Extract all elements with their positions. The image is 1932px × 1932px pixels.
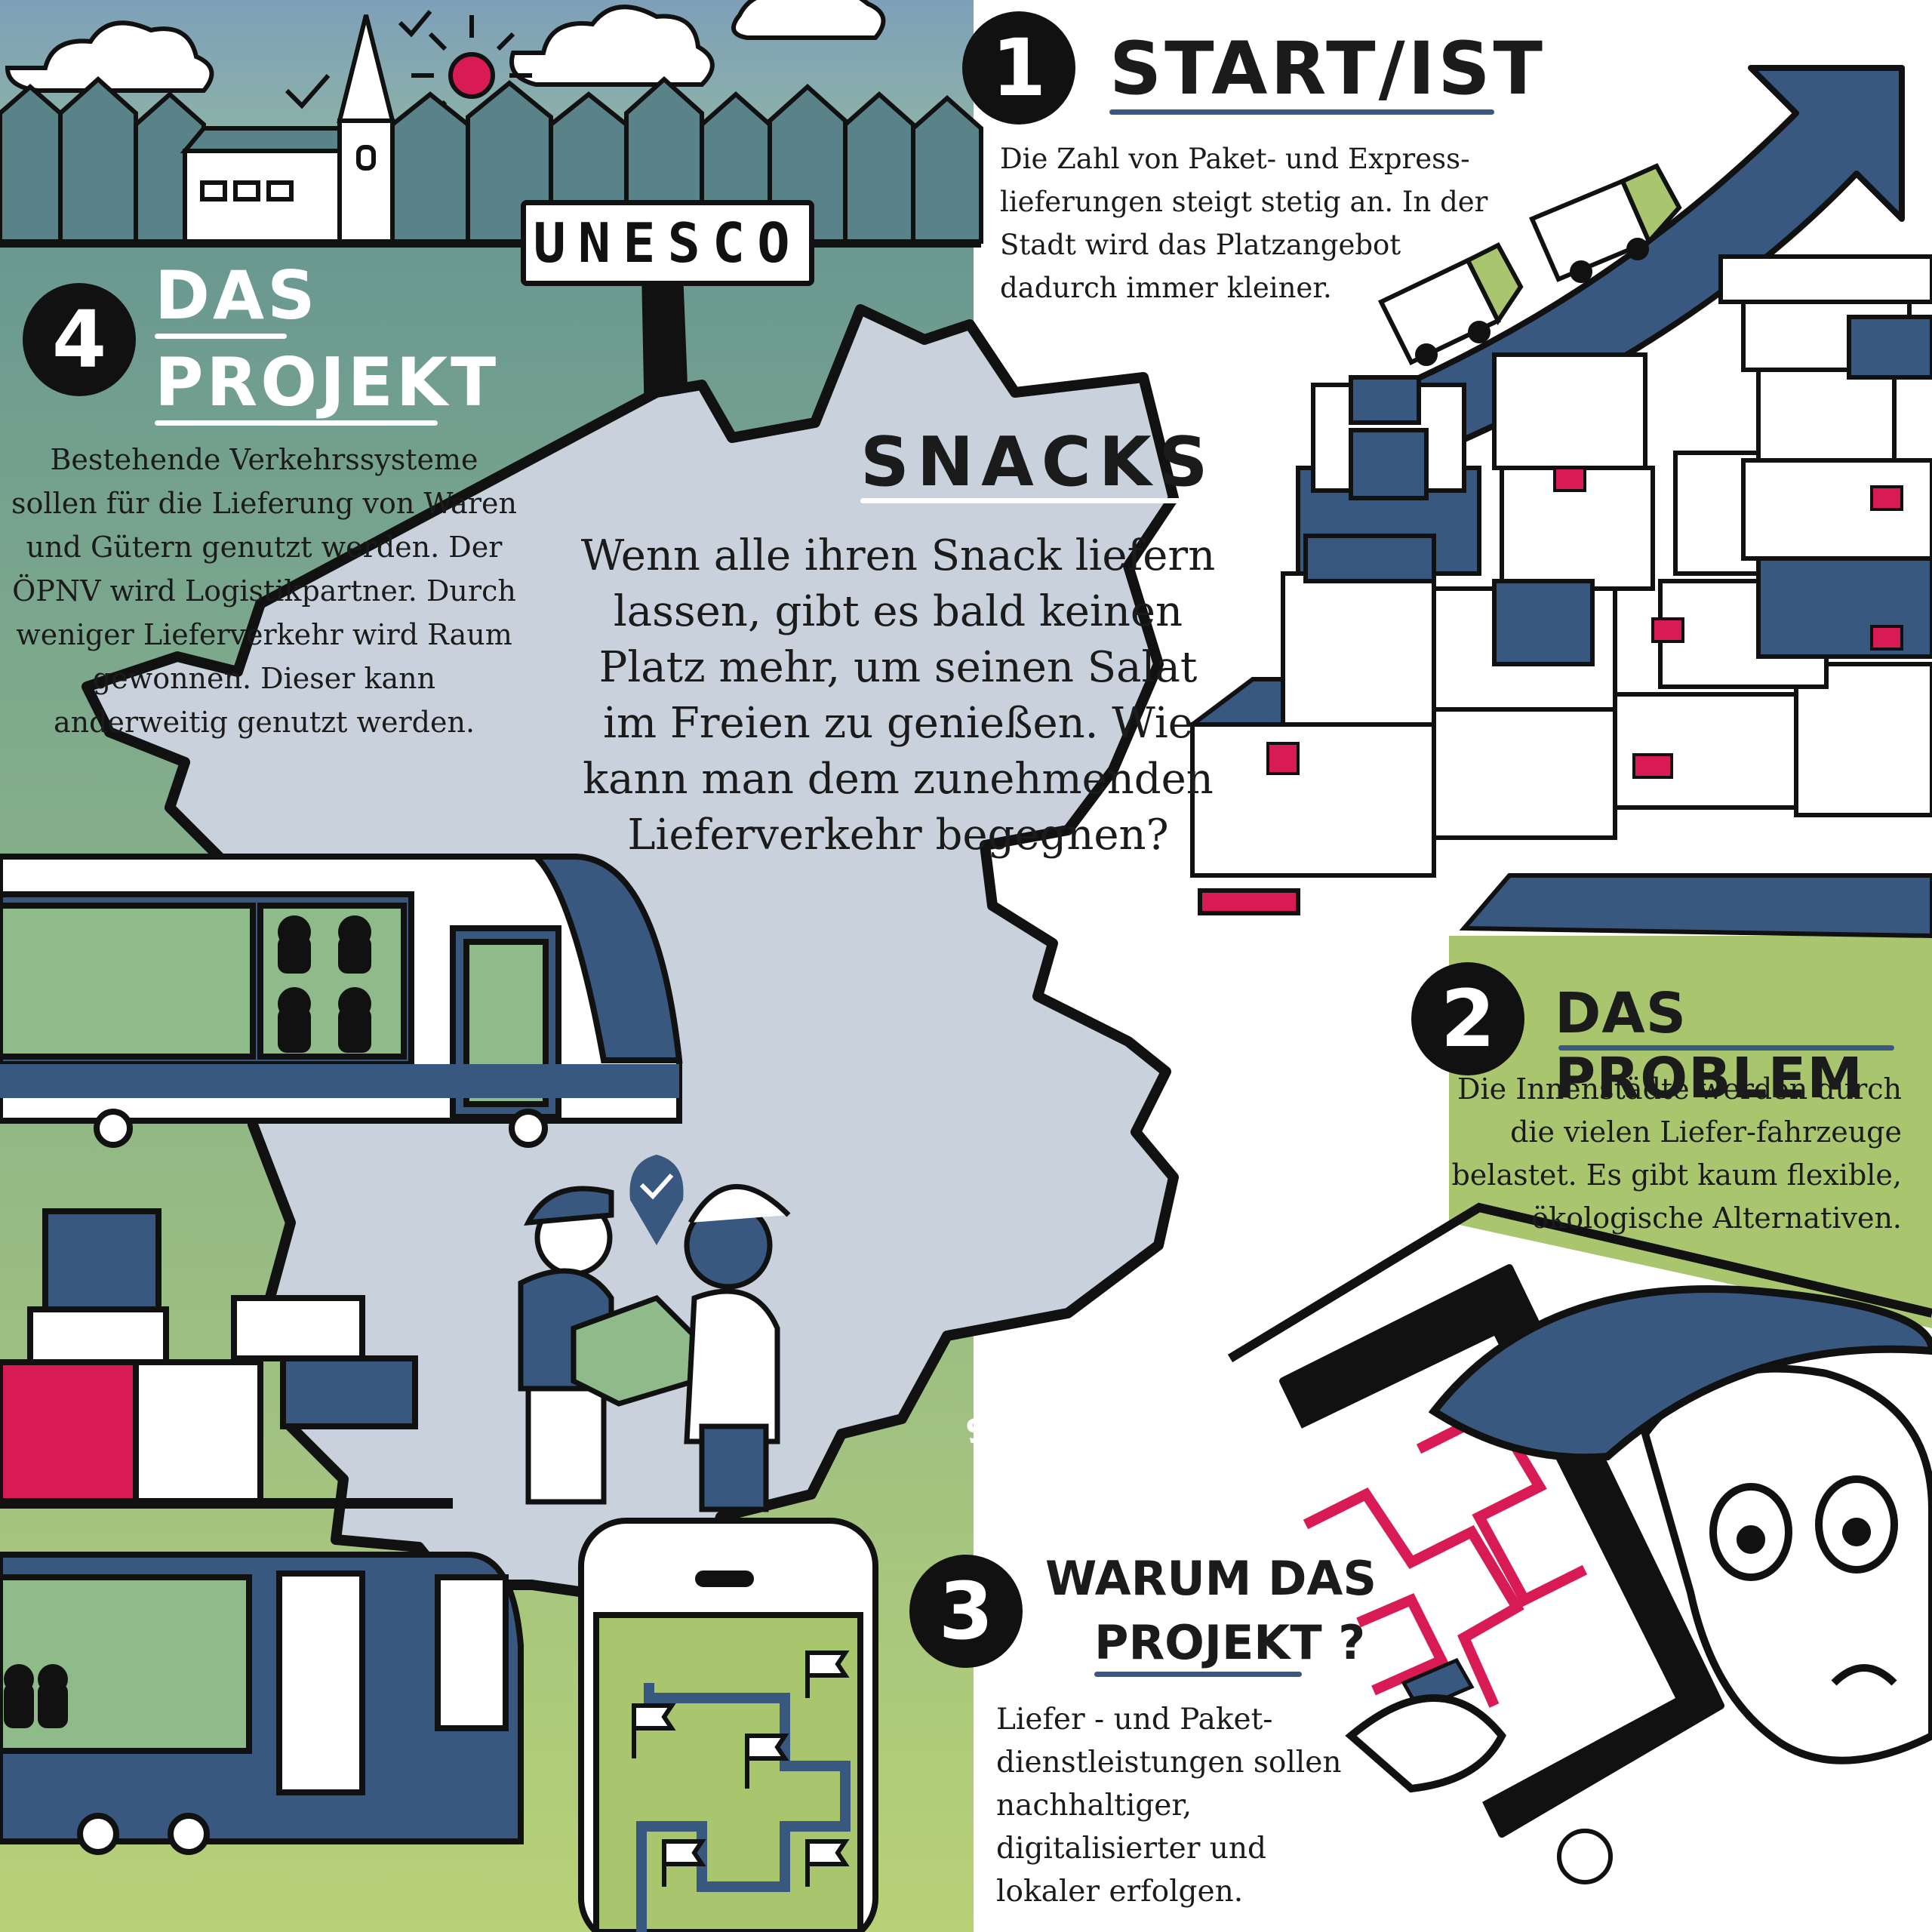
smartphone-map-icon — [578, 1518, 878, 1932]
unesco-sign: UNESCO — [521, 200, 814, 286]
section-title-project-1: DAS — [155, 257, 318, 334]
title-underline — [155, 420, 438, 426]
worried-person-icon — [1345, 1285, 1932, 1793]
section-title-why-2: PROJEKT ? — [1094, 1615, 1366, 1670]
section-text-start: Die Zahl von Paket- und Express-lieferun… — [1000, 143, 1488, 304]
smartphone-map-icon — [1279, 1264, 1724, 1884]
title-underline — [1094, 1672, 1302, 1677]
section-number-2: 2 — [1411, 962, 1524, 1075]
section-text-why: Liefer - und Paket-dienstleistungen soll… — [996, 1703, 1342, 1909]
section-title-problem: DAS PROBLEM — [1555, 981, 1863, 1111]
section-number-3: 3 — [909, 1555, 1023, 1668]
section-number-4: 4 — [23, 283, 136, 396]
section-text-project: Bestehende Verkehrssysteme sollen für di… — [11, 443, 517, 739]
section-text-problem: Die Innenstädte werden durch die vielen … — [1451, 1072, 1902, 1235]
church-icon — [180, 14, 395, 244]
section-title-project-2: PROJEKT — [155, 343, 500, 421]
title-underline — [1109, 109, 1494, 115]
title-underline — [155, 334, 287, 339]
delivery-truck-icon — [1377, 163, 1682, 366]
map-question: Wenn alle ihren Snack liefern lassen, gi… — [580, 531, 1216, 860]
bus-icon — [0, 1552, 524, 1855]
section-title-start: START/IST — [1109, 26, 1546, 111]
tram-icon — [0, 854, 683, 1148]
title-underline — [860, 498, 1192, 503]
delivery-person-icon — [518, 1184, 791, 1512]
section-title-why-1: WARUM DAS — [1045, 1551, 1377, 1606]
flag-icon — [632, 1651, 850, 1887]
package-icon — [0, 1208, 418, 1505]
section-number-1: 1 — [962, 11, 1075, 125]
map-title: SNACKS — [860, 423, 1216, 502]
title-underline — [1558, 1045, 1894, 1051]
